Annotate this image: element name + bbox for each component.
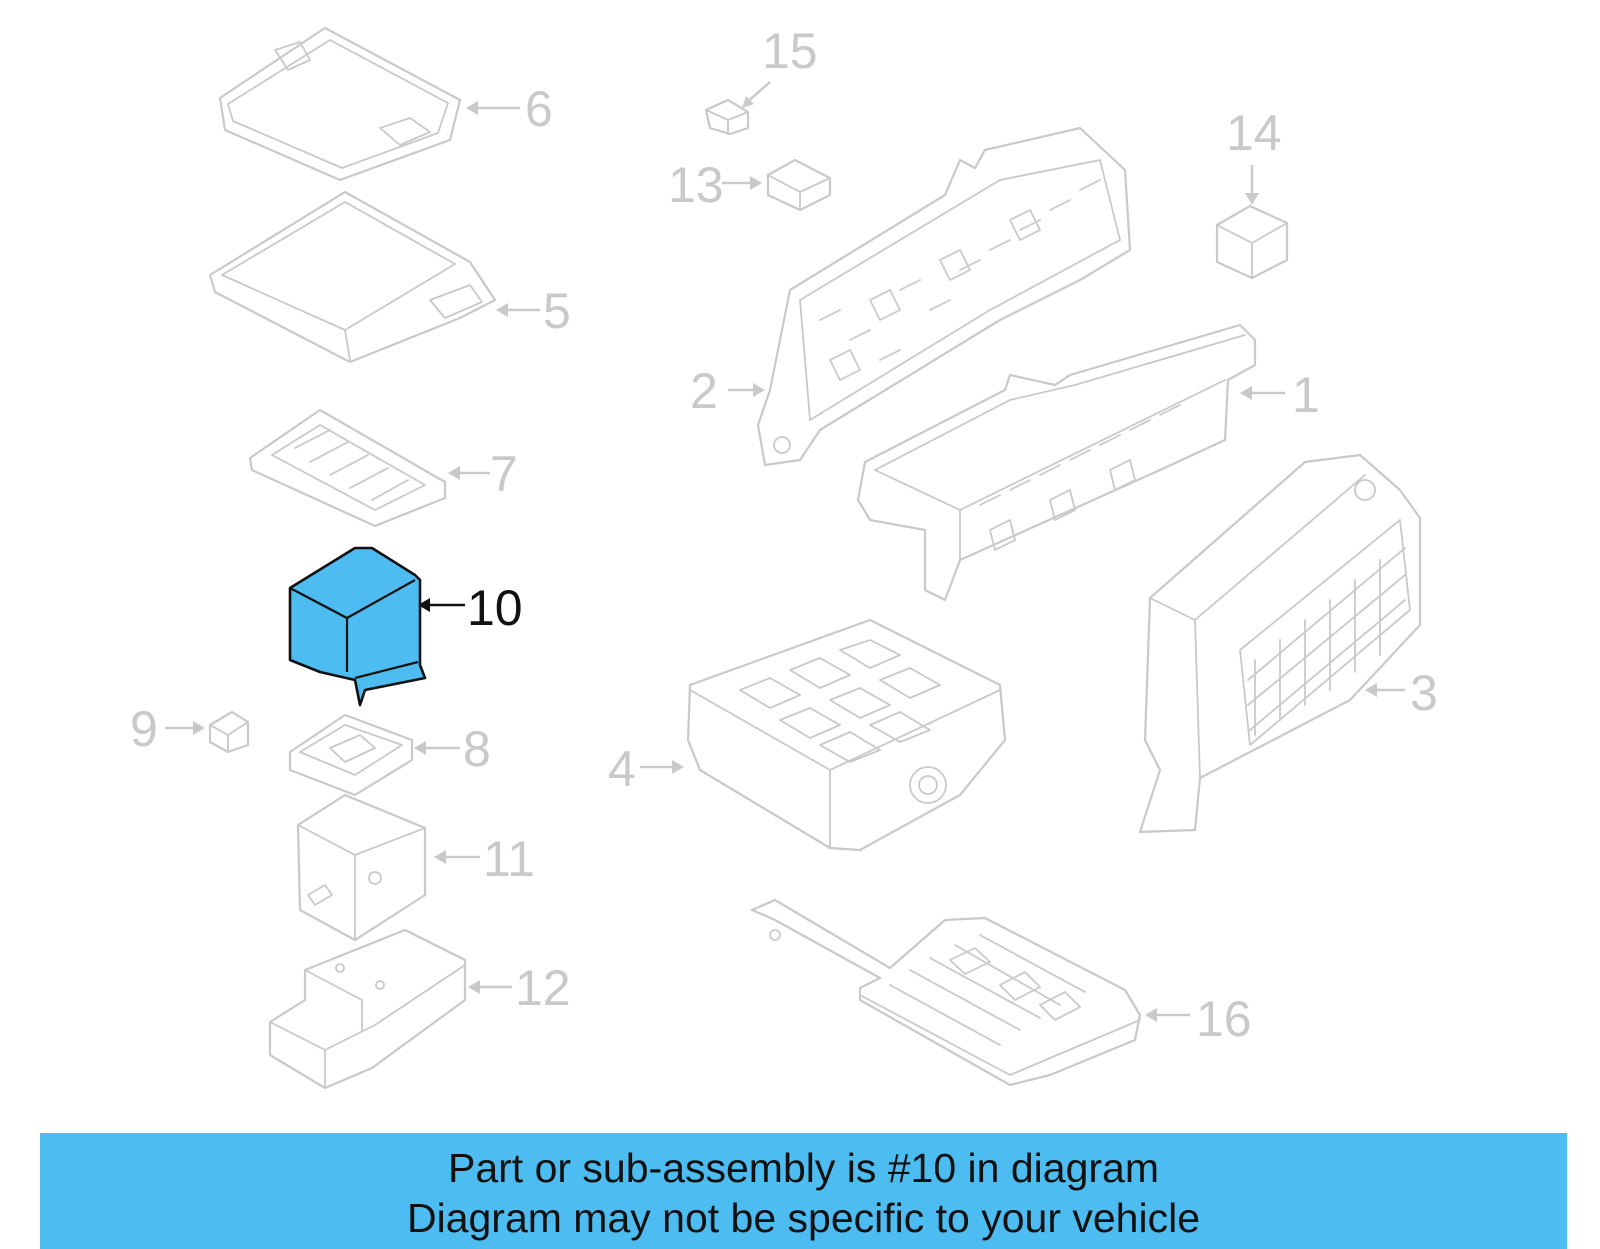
part-1[interactable]	[856, 323, 1257, 602]
part-3[interactable]	[1138, 453, 1422, 834]
part-16[interactable]	[750, 898, 1142, 1087]
banner-line-disclaimer: Diagram may not be specific to your vehi…	[406, 1195, 1200, 1241]
callout-4: 4	[608, 741, 636, 797]
callout-13: 13	[668, 157, 724, 213]
callout-7: 7	[490, 446, 518, 502]
callout-6: 6	[525, 81, 553, 137]
callout-1: 1	[1292, 367, 1320, 423]
part-7[interactable]	[248, 408, 447, 528]
callout-3: 3	[1410, 665, 1438, 721]
part-6[interactable]	[218, 26, 462, 182]
callout-10: 10	[467, 580, 523, 636]
callout-16: 16	[1196, 991, 1252, 1047]
callout-2: 2	[690, 363, 718, 419]
part-8[interactable]	[288, 713, 414, 797]
part-11[interactable]	[296, 793, 427, 942]
part-2[interactable]	[756, 126, 1132, 467]
callout-12: 12	[515, 960, 571, 1016]
part-13[interactable]	[766, 158, 832, 212]
callout-14: 14	[1226, 105, 1282, 161]
callout-9: 9	[130, 701, 158, 757]
callout-11: 11	[483, 831, 535, 887]
part-12[interactable]	[268, 928, 467, 1090]
part-4[interactable]	[686, 618, 1007, 852]
callout-8: 8	[463, 721, 491, 777]
part-15[interactable]	[704, 98, 750, 136]
callout-5: 5	[543, 283, 571, 339]
part-10-relay-cover[interactable]	[288, 546, 427, 707]
part-14[interactable]	[1215, 204, 1289, 280]
callout-15: 15	[762, 23, 818, 79]
part-9[interactable]	[208, 710, 250, 754]
banner-line-part-number: Part or sub-assembly is #10 in diagram	[448, 1145, 1159, 1191]
info-banner: Part or sub-assembly is #10 in diagram D…	[40, 1133, 1567, 1249]
part-5[interactable]	[208, 190, 497, 364]
